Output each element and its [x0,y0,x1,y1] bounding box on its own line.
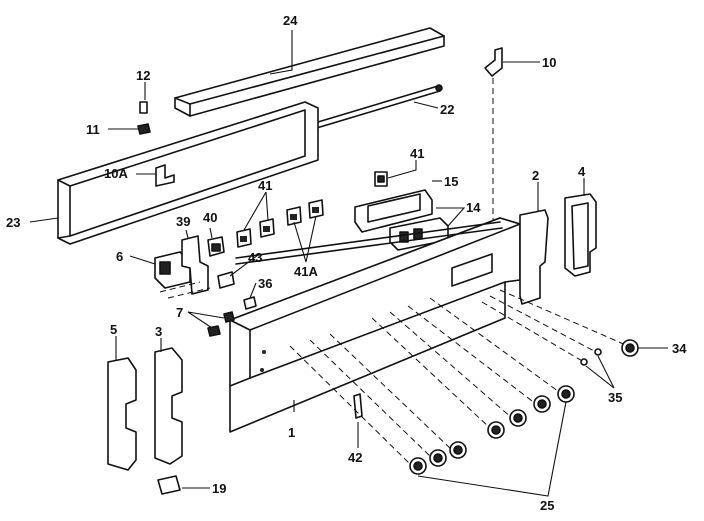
part-35-knob [621,339,639,357]
part-7-screws [207,311,235,337]
part-42-pin [353,393,363,419]
label-34: 25 [540,498,554,513]
label-41-group: 41 [258,178,272,193]
label-3: 3 [155,324,162,339]
part-3-end-panel [154,347,183,465]
label-5: 5 [110,322,117,337]
label-10a: 10A [104,166,128,181]
part-40-switch [207,236,225,257]
part-2-end-cap [519,209,549,305]
part-12-clip [139,101,148,114]
label-39: 39 [176,214,190,229]
part-39-bracket [181,235,209,295]
part-19-spacers [580,348,602,366]
part-15-bezel [354,189,433,233]
label-2: 2 [532,168,539,183]
part-4-end-cap [564,193,597,277]
part-5-end-panel [107,357,137,471]
part-36-clip [243,296,257,310]
label-35: 34 [672,341,687,356]
part-labels: 24 12 11 10 22 10A 23 41 15 14 2 4 41 39… [6,13,687,513]
part-11-screw [137,123,151,135]
part-24-back-panel [57,101,319,245]
label-1: 1 [288,425,295,440]
part-25-top-trim [174,27,445,117]
label-43: 43 [248,250,262,265]
label-19: 35 [608,390,622,405]
label-25: 24 [283,13,298,28]
label-10: 10 [542,55,556,70]
part-34-knobs [409,385,575,475]
leader-lines [29,30,668,497]
label-41a: 41A [294,264,318,279]
part-1-control-panel [229,217,521,433]
label-36: 36 [258,276,272,291]
label-6: 6 [116,249,123,264]
label-40: 40 [203,210,217,225]
label-4: 4 [578,164,586,179]
part-41-switch-upper [374,171,388,187]
part-22-bracket [157,475,181,495]
label-15: 15 [444,174,458,189]
knob-alignment-lines [289,289,629,467]
label-11: 11 [86,122,100,137]
label-41-upper: 41 [410,146,424,161]
label-7: 7 [176,305,183,320]
label-23: 22 [440,102,454,117]
label-12: 12 [136,68,150,83]
part-10a-bracket [155,164,175,187]
part-10-bracket [484,47,503,77]
part-41-switches [236,199,324,248]
label-22: 19 [212,481,226,496]
label-24: 23 [6,215,20,230]
label-14: 14 [466,200,481,215]
label-42: 42 [348,450,362,465]
